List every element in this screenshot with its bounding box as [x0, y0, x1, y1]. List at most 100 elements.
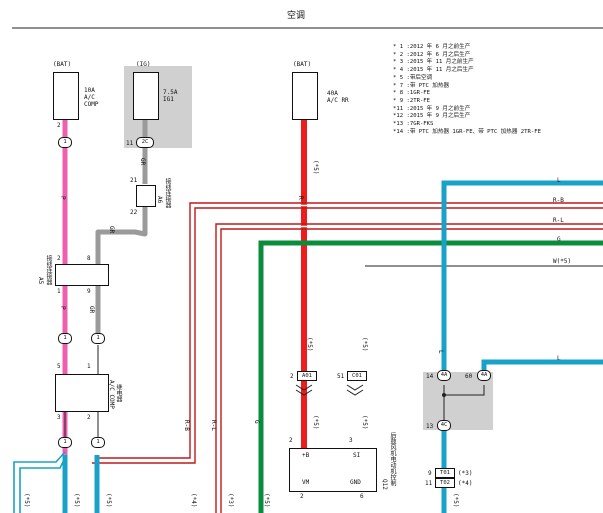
wire-label: G: [557, 236, 561, 243]
pin-circle: 4A: [437, 370, 451, 381]
fuse-ig1-name: IG1: [163, 96, 174, 103]
fuse-ac-comp: [53, 72, 79, 120]
pin-label: 2: [87, 414, 91, 421]
pin-label: 2: [300, 493, 304, 500]
wire-label: R-B: [553, 197, 564, 204]
pin-circle: 1: [58, 333, 72, 344]
fuse-ig1-source: (IG): [136, 61, 151, 68]
arrow-a01: [295, 384, 313, 396]
pin-circle: 1: [58, 437, 72, 448]
wire-label: L: [557, 355, 561, 362]
a5-desc: 接线连接器: [45, 255, 52, 285]
pin-label: 1: [87, 363, 91, 370]
fuse-ac-rr-source: (BAT): [293, 61, 312, 68]
relay-name: A/C COMP: [108, 380, 115, 409]
ptc-heater-shade: [423, 372, 493, 430]
pin-label: 11: [425, 480, 433, 487]
wire-rb-bundle: [92, 202, 603, 464]
blower-pin: +B: [302, 452, 310, 459]
notes-list: * 1 :2012 年 6 月之前生产* 2 :2012 年 6 月之后生产* …: [393, 44, 542, 135]
option-mark: (*3): [458, 470, 473, 477]
pin-label: 3: [349, 437, 353, 444]
arrow-c01: [346, 384, 364, 396]
a6-desc: 接线连接器: [164, 178, 171, 208]
pin-label: 5: [57, 363, 61, 370]
pin-label: 22: [130, 209, 138, 216]
pin-label: 2: [57, 255, 61, 262]
blower-q12: [289, 448, 377, 492]
fuse-ac-rr-name: A/C RR: [327, 97, 349, 104]
pin-label: 2: [57, 122, 61, 129]
wire-label: R-L: [553, 217, 564, 224]
pin-label: 9: [87, 288, 91, 295]
wire-gr: [95, 120, 148, 335]
pin-label: 2: [289, 437, 293, 444]
connector-a6: [136, 185, 156, 207]
fuse-ig1: [133, 72, 159, 120]
pin-label: 13: [426, 423, 434, 430]
pin-circle: 2C: [136, 137, 154, 148]
wire-label: GR: [88, 306, 95, 314]
relay-leads: [64, 345, 99, 440]
wire-label: P: [59, 306, 66, 310]
wire-l-bundle: [13, 451, 66, 513]
option-mark: (*5): [361, 337, 368, 352]
option-mark: (*5): [312, 160, 319, 175]
connector-c01: C01: [347, 371, 367, 381]
ptc-junction: [442, 393, 446, 397]
option-mark: (*5): [306, 337, 313, 352]
pin-label: 6: [360, 493, 364, 500]
option-mark: (*5): [312, 415, 319, 430]
pin-circle: 4C: [437, 420, 451, 431]
option-mark: (*5): [452, 493, 459, 508]
option-mark: (*5): [361, 415, 368, 430]
fuse-ac-comp-source: (BAT): [53, 61, 72, 68]
option-mark: (*4): [458, 480, 473, 487]
blower-pin: VM: [302, 479, 310, 486]
fuse-ac-comp-rating: 10A: [84, 87, 95, 94]
option-mark: (*5): [73, 493, 80, 508]
wire-label: L: [557, 177, 561, 184]
fuse-ig1-rating: 7.5A: [163, 89, 178, 96]
pin-circle: 1: [58, 137, 72, 148]
wire-label: L: [437, 350, 444, 354]
pin-label: 21: [130, 177, 138, 184]
blower-desc: 后鼓风机电动机控制: [389, 432, 396, 486]
pin-circle: 4A: [477, 370, 491, 381]
wire-label: GR: [108, 226, 115, 234]
pin-label: 8: [87, 255, 91, 262]
pin-label: 9: [428, 470, 432, 477]
relay-desc: 继电器: [115, 384, 122, 402]
wire-l-right: [481, 359, 603, 373]
a6-label: A6: [156, 196, 163, 204]
wire-label: R: [297, 196, 304, 200]
connector-a01: A01: [297, 371, 317, 381]
fuse-ac-rr-rating: 40A: [327, 90, 338, 97]
blower-pin: SI: [353, 452, 361, 459]
pin-label: 1: [57, 288, 61, 295]
pin-label: 51: [337, 373, 345, 380]
wire-label: W(*5): [553, 258, 572, 265]
wire-label: P: [59, 196, 66, 200]
wire-label: R-B: [183, 420, 190, 431]
wire-l-upper: [441, 180, 603, 373]
ptc-inner-lines: [443, 385, 485, 420]
wire-label: R-L: [210, 420, 217, 431]
wire-rl-bundle: [215, 223, 603, 513]
wire-g: [258, 240, 603, 513]
blower-pin: GND: [350, 479, 361, 486]
option-mark: (*5): [263, 493, 270, 508]
pin-circle: 1: [91, 333, 105, 344]
option-mark: (*5): [23, 493, 30, 508]
blower-id: Q12: [381, 479, 388, 490]
fuse-ac-comp-name2: COMP: [84, 101, 99, 108]
wire-label: G: [253, 420, 260, 424]
pin-label: 3: [57, 414, 61, 421]
option-mark: (*4): [190, 493, 197, 508]
fuse-ac-comp-name1: A/C: [84, 94, 95, 101]
wire-label: GR: [139, 158, 146, 166]
connector-t02: T02: [435, 478, 455, 488]
page-title: 空调: [287, 11, 306, 21]
pin-circle: 1: [91, 437, 105, 448]
